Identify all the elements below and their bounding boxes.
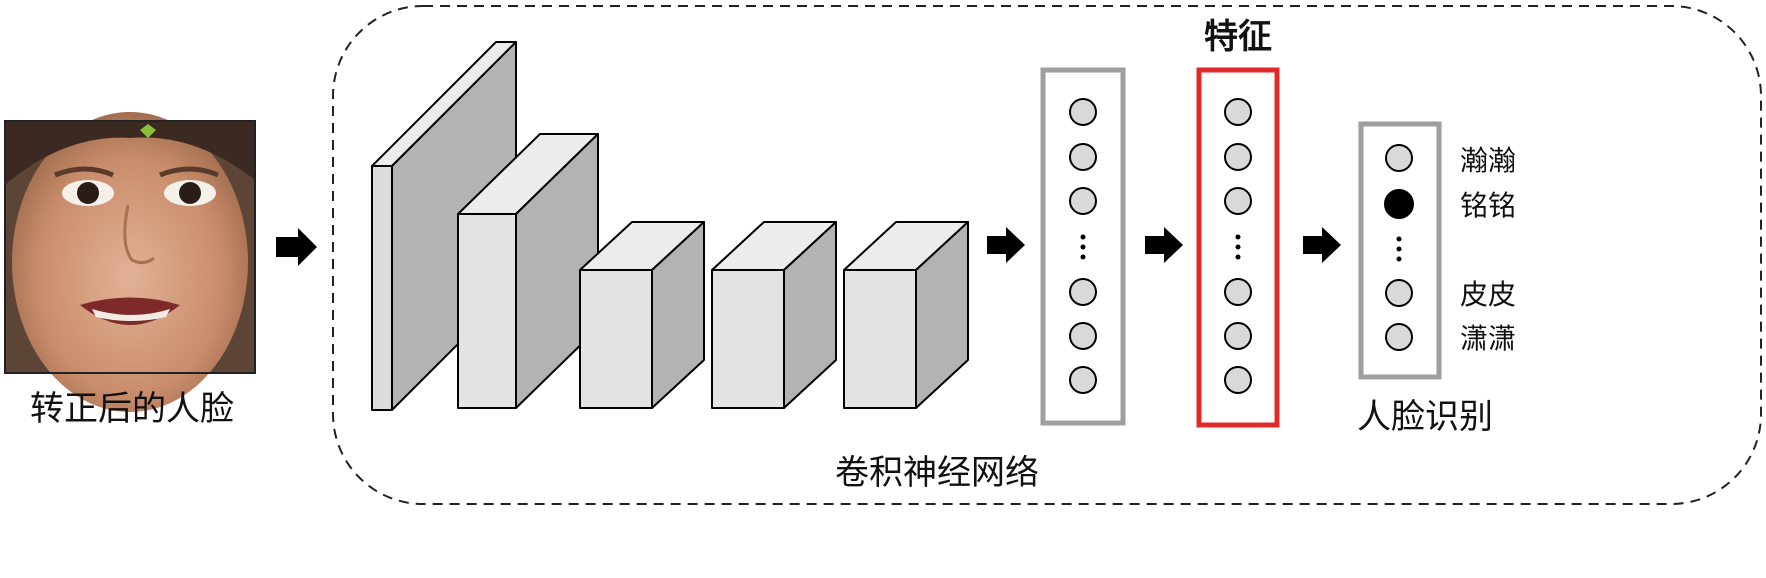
cnn-layer-5 xyxy=(843,221,969,409)
selected-node xyxy=(1384,189,1414,219)
output-name: 潇潇 xyxy=(1460,322,1516,355)
cnn-caption: 卷积神经网络 xyxy=(835,453,1039,493)
feature-layer xyxy=(1196,67,1280,428)
output-name: 瀚瀚 xyxy=(1460,144,1516,177)
output-layer xyxy=(1358,121,1442,380)
recognition-caption: 人脸识别 xyxy=(1357,397,1493,437)
cnn-layer-3 xyxy=(579,221,705,409)
arrow-right-icon xyxy=(276,228,317,266)
input-caption: 转正后的人脸 xyxy=(30,389,234,429)
cnn-container xyxy=(332,5,1762,505)
fc-layer xyxy=(1040,67,1126,426)
feature-title: 特征 xyxy=(1204,17,1272,57)
output-name: 皮皮 xyxy=(1460,278,1516,311)
arrow-right-icon xyxy=(987,227,1025,263)
arrow-right-icon xyxy=(1303,227,1341,263)
output-name: 铭铭 xyxy=(1460,189,1516,222)
face-image xyxy=(4,112,256,412)
cnn-layer-4 xyxy=(711,221,837,409)
cnn-layer-2 xyxy=(457,133,599,409)
arrow-right-icon xyxy=(1145,227,1183,263)
cnn-layer-1 xyxy=(371,41,517,411)
